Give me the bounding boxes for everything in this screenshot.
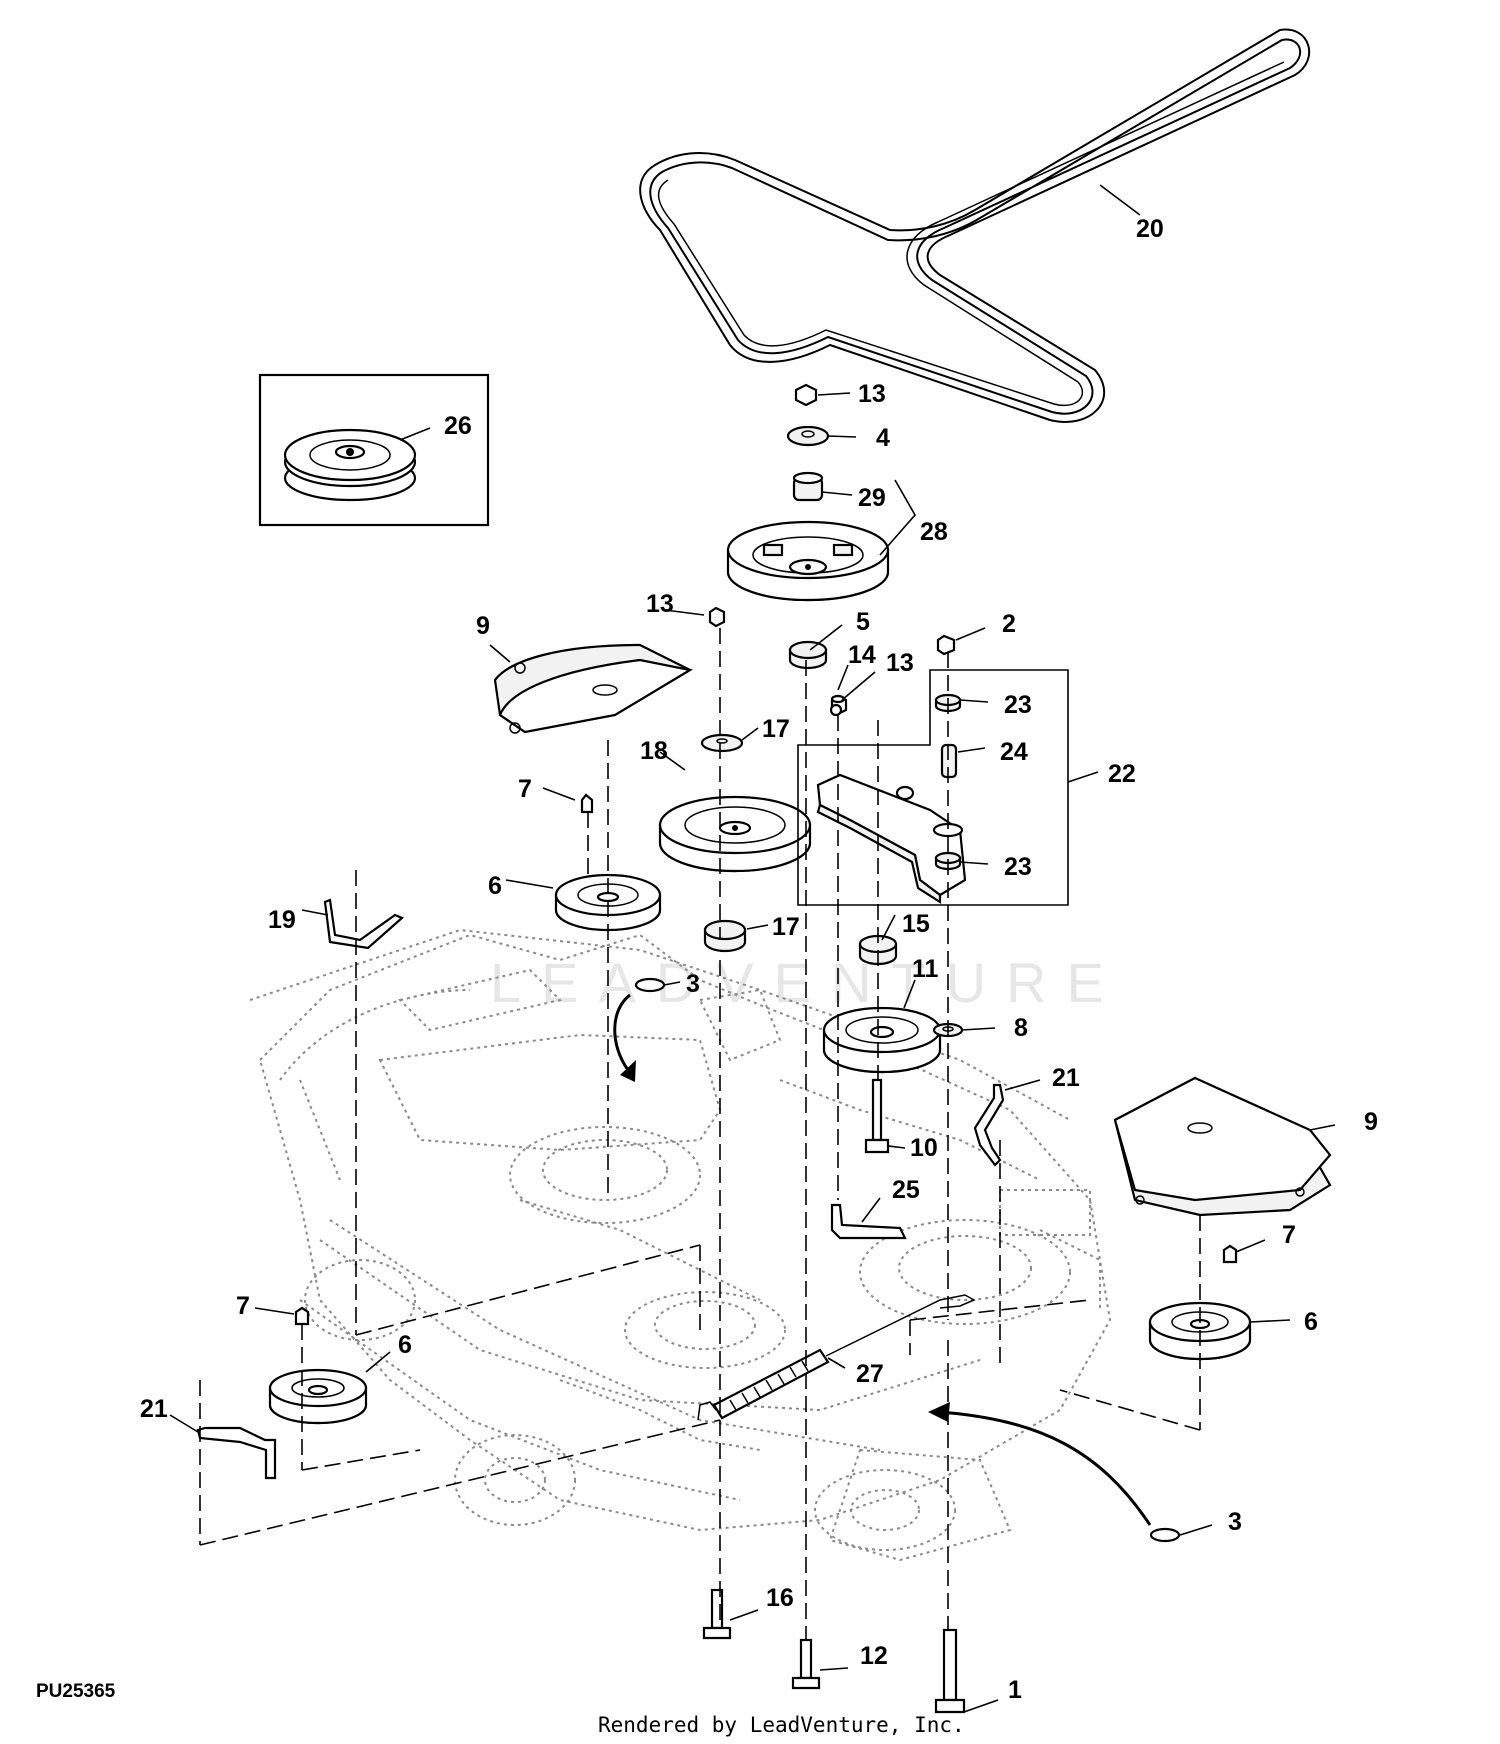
callout-26: 26 [444,412,472,440]
callout-13: 13 [858,380,886,408]
callout-6: 6 [1304,1308,1318,1336]
callout-labels: 20 13 4 29 28 26 13 5 2 14 13 23 24 22 2… [140,215,1378,1704]
callout-12: 12 [860,1642,888,1670]
callout-25: 25 [892,1176,920,1204]
callout-20: 20 [1136,215,1164,243]
mower-belt [639,28,1311,423]
callout-17: 17 [762,715,790,743]
callout-17: 17 [772,913,800,941]
callout-14: 14 [848,641,876,669]
callout-16: 16 [766,1584,794,1612]
callout-23: 23 [1004,691,1032,719]
callout-9: 9 [476,612,490,640]
idler-pulley-11 [708,606,964,1154]
figure-id: PU25365 [36,1681,116,1702]
callout-9: 9 [1364,1108,1378,1136]
callout-6: 6 [398,1331,412,1359]
callout-7: 7 [236,1292,250,1320]
center-spindle-stack [726,383,890,670]
left-spindle-shield [493,643,694,734]
idler-spring [697,1294,976,1421]
idler-pulley-18 [658,733,812,953]
callout-2: 2 [1002,610,1016,638]
callout-18: 18 [640,737,668,765]
callout-7: 7 [518,775,532,803]
callout-13: 13 [646,590,674,618]
callout-6: 6 [488,872,502,900]
callout-3: 3 [686,970,700,998]
alignment-lines [199,628,1201,1640]
lower-left-spindle-pulley [268,1306,368,1425]
callout-3: 3 [1228,1508,1242,1536]
mounting-bolts [702,1588,966,1714]
callout-leaders [169,184,1336,1713]
callout-23: 23 [1004,853,1032,881]
callout-11: 11 [912,955,939,983]
callout-7: 7 [1282,1221,1296,1249]
callout-4: 4 [876,424,890,452]
callout-22: 22 [1108,760,1136,788]
watermark-text: LEADVENTURE [490,951,1124,1014]
callout-21: 21 [1052,1064,1080,1092]
callout-15: 15 [902,910,930,938]
callout-19: 19 [268,906,296,934]
callout-29: 29 [858,484,886,512]
callout-21: 21 [140,1395,168,1423]
callout-13: 13 [886,649,914,677]
callout-28: 28 [920,518,948,546]
callout-10: 10 [910,1134,938,1162]
footer-credit: Rendered by LeadVenture, Inc. [598,1713,965,1737]
callout-27: 27 [856,1360,884,1388]
callout-5: 5 [856,608,870,636]
callout-8: 8 [1014,1014,1028,1042]
inset-pulley-26 [258,373,490,527]
callout-1: 1 [1008,1676,1022,1704]
mower-deck-outline [249,928,1112,1562]
callout-24: 24 [1000,738,1028,766]
right-spindle-shield [1113,1076,1332,1217]
